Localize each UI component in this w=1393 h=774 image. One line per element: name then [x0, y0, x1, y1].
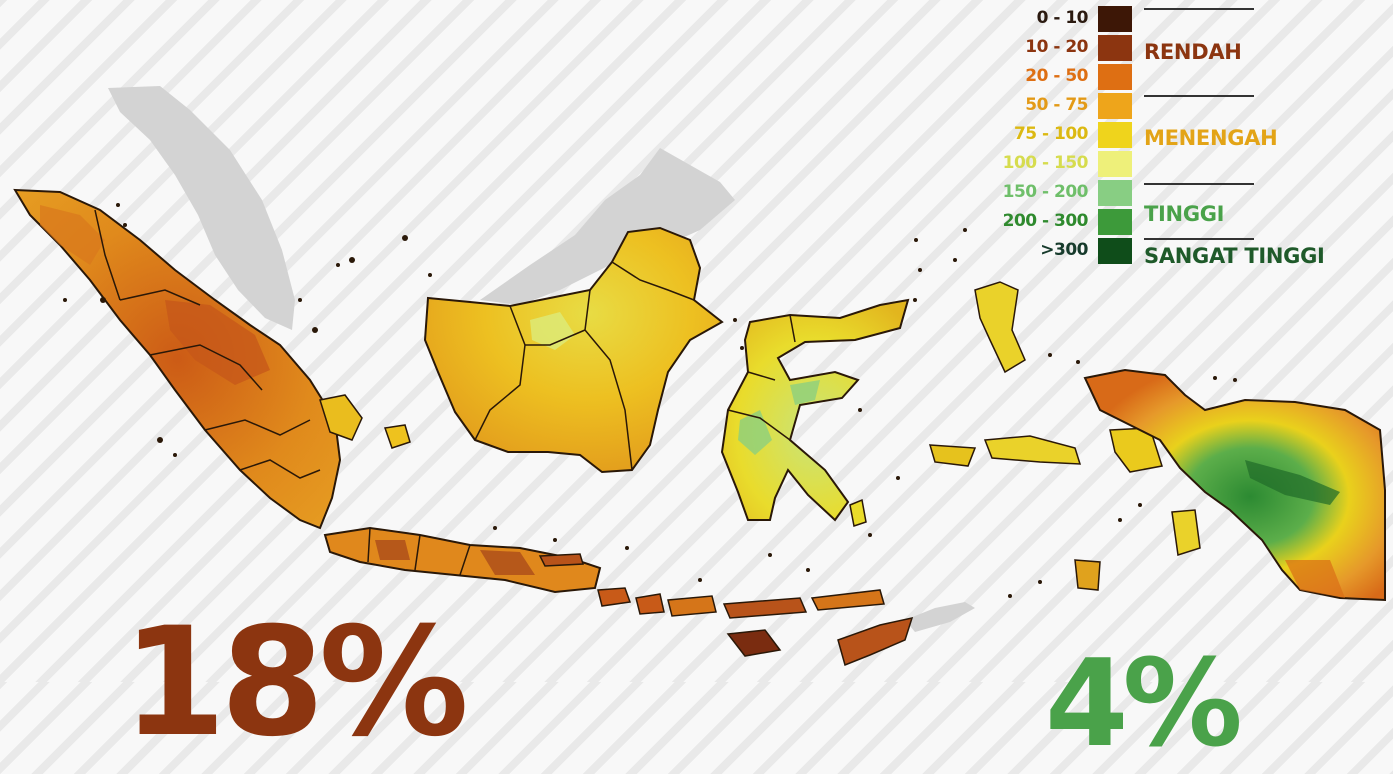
malay-peninsula — [108, 86, 295, 330]
legend-category-menengah: MENENGAH — [1144, 126, 1278, 150]
legend-category-tinggi: TINGGI — [1144, 202, 1225, 226]
legend-swatch — [1098, 238, 1132, 264]
legend-row: 50 - 75 — [960, 93, 1132, 119]
legend-range-label: 150 - 200 — [1002, 182, 1089, 202]
legend-divider — [1144, 238, 1254, 240]
legend: 0 - 10 10 - 20 20 - 50 50 - 75 75 - 100 … — [960, 6, 1380, 276]
sumatra-darker-zone — [165, 300, 270, 385]
belitung-island — [383, 424, 411, 449]
papua-orange-zone — [1285, 560, 1345, 598]
java-province-borders — [367, 527, 471, 576]
legend-row: 10 - 20 — [960, 35, 1132, 61]
legend-range-label: 20 - 50 — [1025, 66, 1088, 86]
legend-swatch — [1098, 209, 1132, 235]
legend-divider — [1144, 183, 1254, 185]
legend-range-label: 100 - 150 — [1002, 153, 1089, 173]
stat-percent-left: 18% — [122, 596, 469, 770]
legend-row: 200 - 300 — [960, 209, 1132, 235]
kalimantan-island — [423, 226, 724, 474]
northern-borneo — [480, 148, 735, 305]
papua-island — [1083, 368, 1386, 602]
legend-row: 150 - 200 — [960, 180, 1132, 206]
sumatra-orange-zone — [40, 205, 105, 265]
kalimantan-province-borders — [474, 261, 695, 471]
sulawesi-island — [720, 298, 910, 522]
legend-divider — [1144, 95, 1254, 97]
legend-range-label: 10 - 20 — [1025, 37, 1088, 57]
legend-swatch — [1098, 35, 1132, 61]
sulawesi-green-zone — [738, 380, 820, 455]
legend-swatch — [1098, 6, 1132, 32]
legend-row: 20 - 50 — [960, 64, 1132, 90]
legend-row: 100 - 150 — [960, 151, 1132, 177]
papua-darkgreen-zone — [1245, 460, 1340, 505]
legend-row: 0 - 10 — [960, 6, 1132, 32]
sumatra-province-borders — [94, 209, 321, 479]
madura-island — [538, 553, 584, 567]
indonesia-map — [13, 86, 1386, 667]
java-dark-zones — [375, 540, 535, 575]
small-islands — [63, 203, 1237, 598]
kalimantan-light-zone — [530, 312, 575, 350]
legend-range-label: 200 - 300 — [1002, 211, 1089, 231]
legend-category-sangat-tinggi: SANGAT TINGGI — [1144, 244, 1325, 268]
legend-category-rendah: RENDAH — [1144, 40, 1242, 64]
legend-row: 75 - 100 — [960, 122, 1132, 148]
maluku-islands — [928, 281, 1201, 591]
legend-range-label: 50 - 75 — [1025, 95, 1088, 115]
buton-island — [849, 498, 867, 527]
legend-divider — [1144, 8, 1254, 10]
legend-swatch — [1098, 93, 1132, 119]
legend-range-label: >300 — [1040, 240, 1088, 260]
bangka-island — [319, 394, 363, 441]
legend-row: >300 — [960, 238, 1132, 264]
legend-swatch — [1098, 180, 1132, 206]
legend-swatch — [1098, 151, 1132, 177]
stat-percent-right: 4% — [1045, 635, 1243, 774]
legend-range-label: 0 - 10 — [1036, 8, 1089, 28]
legend-range-label: 75 - 100 — [1013, 124, 1089, 144]
sumatra-island — [13, 188, 342, 530]
legend-swatch — [1098, 122, 1132, 148]
lesser-sunda-islands — [597, 587, 914, 667]
sulawesi-province-borders — [727, 314, 796, 441]
legend-swatch — [1098, 64, 1132, 90]
timor-leste — [905, 602, 975, 632]
